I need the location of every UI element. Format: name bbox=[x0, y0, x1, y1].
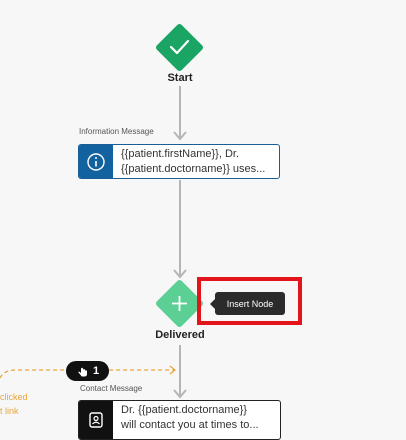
info-message-line1: {{patient.firstName}}, Dr. bbox=[121, 148, 240, 160]
click-count: 1 bbox=[92, 365, 100, 377]
start-node[interactable] bbox=[155, 23, 204, 72]
contact-message-text: Dr. {{patient.doctorname}} will contact … bbox=[113, 401, 259, 439]
arrowhead-contact bbox=[173, 389, 187, 399]
click-count-badge[interactable]: 1 bbox=[66, 361, 109, 381]
contact-card-icon bbox=[89, 412, 103, 428]
check-icon bbox=[169, 39, 190, 55]
delivered-label: Delivered bbox=[155, 329, 205, 341]
start-label: Start bbox=[167, 72, 193, 84]
branch-arrowhead bbox=[169, 365, 176, 375]
info-icon bbox=[87, 152, 105, 171]
hand-pointer-icon bbox=[78, 367, 87, 377]
contact-message-card[interactable]: Dr. {{patient.doctorname}} will contact … bbox=[78, 400, 281, 440]
branch-dashed-line bbox=[0, 369, 174, 379]
info-message-line2: {{patient.doctorname}} uses... bbox=[121, 163, 266, 175]
highlight-box bbox=[197, 277, 302, 325]
contact-icon-box bbox=[79, 401, 113, 439]
insert-node-tooltip[interactable]: Insert Node bbox=[210, 292, 285, 315]
delivered-node[interactable] bbox=[155, 279, 204, 328]
info-message-caption: Information Message bbox=[79, 127, 154, 136]
contact-message-caption: Contact Message bbox=[80, 384, 143, 393]
arrowhead-delivered bbox=[173, 269, 187, 279]
arrowhead-info bbox=[173, 131, 187, 141]
branch-text-line2: t link bbox=[0, 406, 19, 416]
contact-message-line1: Dr. {{patient.doctorname}} bbox=[121, 404, 247, 416]
insert-node-label: Insert Node bbox=[226, 298, 274, 309]
branch-text-line1: clicked bbox=[0, 392, 28, 402]
info-icon-box bbox=[79, 145, 113, 178]
info-message-text: {{patient.firstName}}, Dr. {{patient.doc… bbox=[113, 145, 265, 178]
contact-message-line2: will contact you at times to... bbox=[121, 419, 259, 431]
info-message-card[interactable]: {{patient.firstName}}, Dr. {{patient.doc… bbox=[78, 144, 280, 179]
